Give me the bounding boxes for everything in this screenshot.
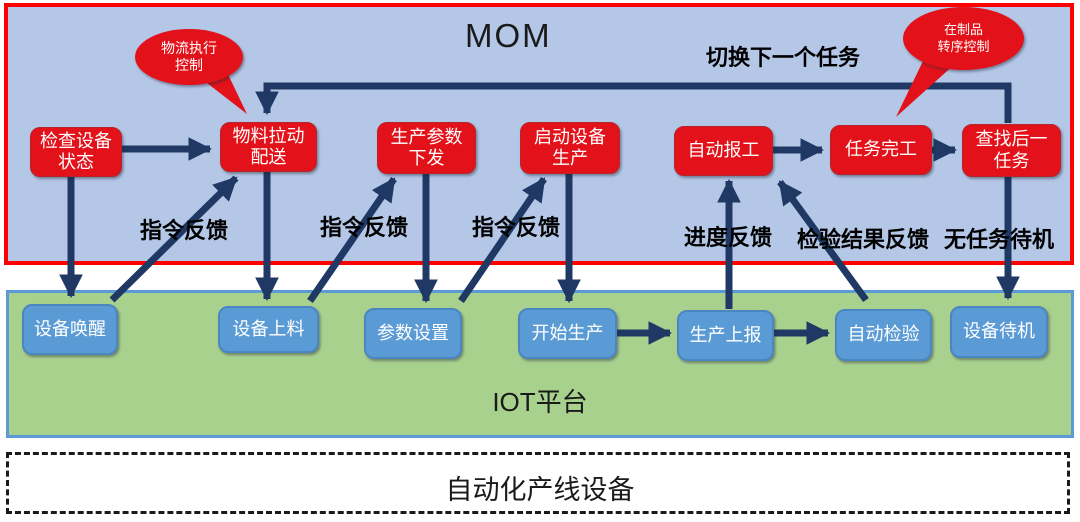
mom-node-material-pull-delivery: 物料拉动 配送 [220, 122, 317, 172]
arrow-switch-next-task-loop [255, 82, 1012, 123]
mom-node-find-next-task: 查找后一 任务 [962, 124, 1061, 177]
arrow-command-feedback-2 [307, 177, 397, 303]
mom-title: MOM [465, 17, 552, 54]
arrow-command-feedback-3 [458, 177, 547, 303]
arrow-inspection-result-feedback [777, 179, 869, 303]
bubble-logistics-execution-control: 物流执行 控制 [135, 29, 243, 85]
iot-node-start-production: 开始生产 [518, 308, 617, 359]
bubble-tail-wip [896, 59, 956, 117]
equipment-layer-container [6, 452, 1070, 514]
equipment-layer-title: 自动化产线设备 [445, 475, 635, 505]
mom-node-auto-work-report: 自动报工 [674, 126, 773, 176]
mom-node-production-param-issue: 生产参数 下发 [377, 122, 476, 174]
iot-node-param-setting: 参数设置 [364, 308, 462, 359]
iot-node-device-wake: 设备唤醒 [22, 304, 118, 355]
mom-node-start-equipment-production: 启动设备 生产 [520, 122, 620, 174]
label-command-feedback-1: 指令反馈 [140, 218, 229, 243]
arrow-command-feedback-1 [109, 175, 239, 303]
iot-node-device-loading: 设备上料 [218, 306, 319, 353]
iot-node-auto-inspection: 自动检验 [835, 309, 932, 361]
mom-node-check-equipment-status: 检查设备 状态 [30, 127, 122, 177]
label-progress-feedback: 进度反馈 [684, 225, 773, 250]
label-no-task-standby: 无任务待机 [944, 227, 1055, 252]
iot-platform-title: IOT平台 [492, 387, 588, 417]
bubble-wip-transfer-control: 在制品 转序控制 [903, 7, 1024, 70]
label-command-feedback-3: 指令反馈 [472, 215, 561, 240]
label-command-feedback-2: 指令反馈 [320, 215, 409, 240]
iot-node-production-report: 生产上报 [677, 310, 774, 361]
mom-node-task-complete: 任务完工 [830, 125, 932, 175]
label-inspection-result-feedback: 检验结果反馈 [797, 227, 930, 252]
label-switch-next-task: 切换下一个任务 [706, 45, 861, 70]
iot-node-device-standby: 设备待机 [950, 306, 1048, 358]
